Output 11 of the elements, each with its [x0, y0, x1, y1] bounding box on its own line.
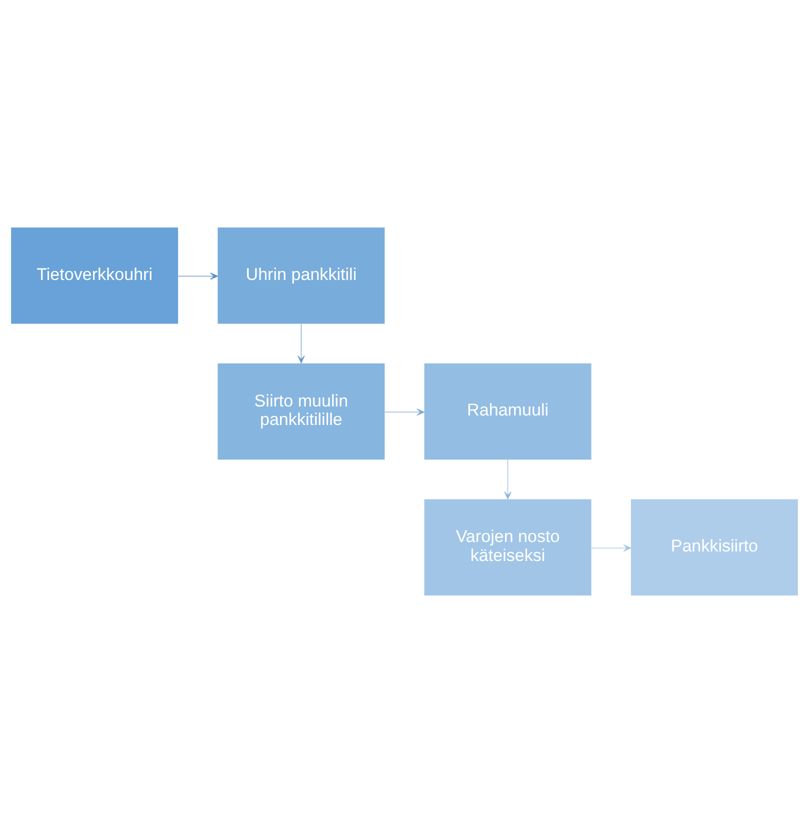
node-box: Pankkisiirto [630, 499, 798, 596]
node-box: Tietoverkkouhri [11, 227, 178, 324]
arrow [298, 324, 305, 364]
arrow [504, 460, 512, 500]
arrow [178, 272, 218, 280]
node-box: Siirto muulin pankkitilille [218, 363, 385, 460]
arrow [591, 544, 632, 552]
node-box: Rahamuuli [424, 363, 592, 460]
node-box: Varojen nosto käteiseksi [424, 499, 592, 596]
node-box: Uhrin pankkitili [218, 227, 385, 324]
arrow [384, 408, 425, 416]
